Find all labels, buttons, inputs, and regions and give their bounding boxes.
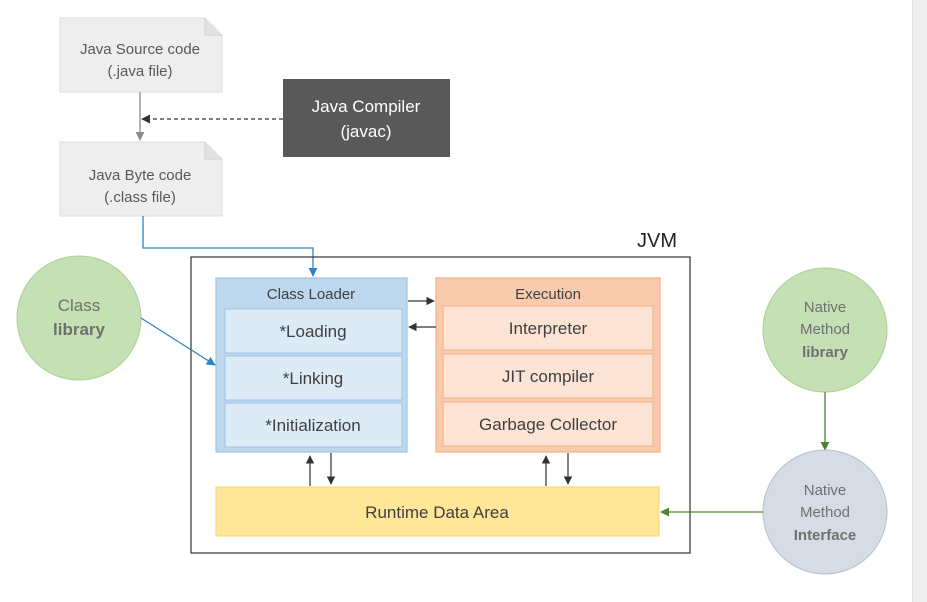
byte-code-label-line1: Java Byte code [89,167,192,184]
interpreter-box [442,305,654,351]
linking-label: *Linking [283,369,344,388]
source-code-label-line2: (.java file) [107,63,172,80]
garbage-collector-label: Garbage Collector [479,415,617,434]
java-compiler-node: Java Compiler (javac) [283,79,450,157]
execution-panel: Execution Interpreter JIT compiler Garba… [435,277,661,453]
garbage-collector-box [442,401,654,447]
source-document-fold [204,18,222,36]
source-code-label-line1: Java Source code [80,41,200,58]
jvm-label: JVM [637,230,677,252]
native-library-label-line2: Method [800,321,850,338]
compiler-box [283,79,450,157]
scrollbar-track[interactable] [912,0,927,602]
native-library-label-line3: library [802,344,849,361]
compiler-label-line1: Java Compiler [312,97,421,116]
initialization-label: *Initialization [265,416,360,435]
jvm-container: JVM [190,230,691,554]
native-interface-label-line2: Method [800,504,850,521]
bytecode-document-shape [59,141,223,217]
execution-title: Execution [515,286,581,303]
jvm-border [190,256,691,554]
linking-box [224,355,403,401]
class-library-label-line2: library [53,320,106,339]
native-method-library-node: Native Method library [762,267,888,393]
class-library-to-loader-arrow [140,317,216,366]
class-loader-title: Class Loader [267,286,355,303]
interpreter-label: Interpreter [509,319,588,338]
native-interface-label-line1: Native [804,482,847,499]
class-loader-panel: Class Loader *Loading *Linking *Initiali… [215,277,408,453]
byte-code-label-line2: (.class file) [104,189,176,206]
source-document-shape [59,17,223,93]
compiler-label-line2: (javac) [340,122,391,141]
java-byte-code-node: Java Byte code (.class file) [59,141,223,217]
runtime-data-area-label: Runtime Data Area [365,503,509,522]
jit-compiler-box [442,353,654,399]
bytecode-document-fold [204,142,222,160]
native-method-interface-node: Native Method Interface [762,449,888,575]
runtime-data-area: Runtime Data Area [215,486,660,537]
loading-box [224,308,403,354]
initialization-box [224,402,403,448]
class-library-circle [16,255,142,381]
runtime-data-area-box [215,486,660,537]
bytecode-to-classloader-arrow [142,216,318,277]
native-interface-label-line3: Interface [794,527,857,544]
java-source-code-node: Java Source code (.java file) [59,17,223,93]
loading-label: *Loading [279,322,346,341]
native-library-label-line1: Native [804,299,847,316]
jit-compiler-label: JIT compiler [502,367,595,386]
class-library-label-line1: Class [58,296,101,315]
class-library-node: Class library [16,255,142,381]
